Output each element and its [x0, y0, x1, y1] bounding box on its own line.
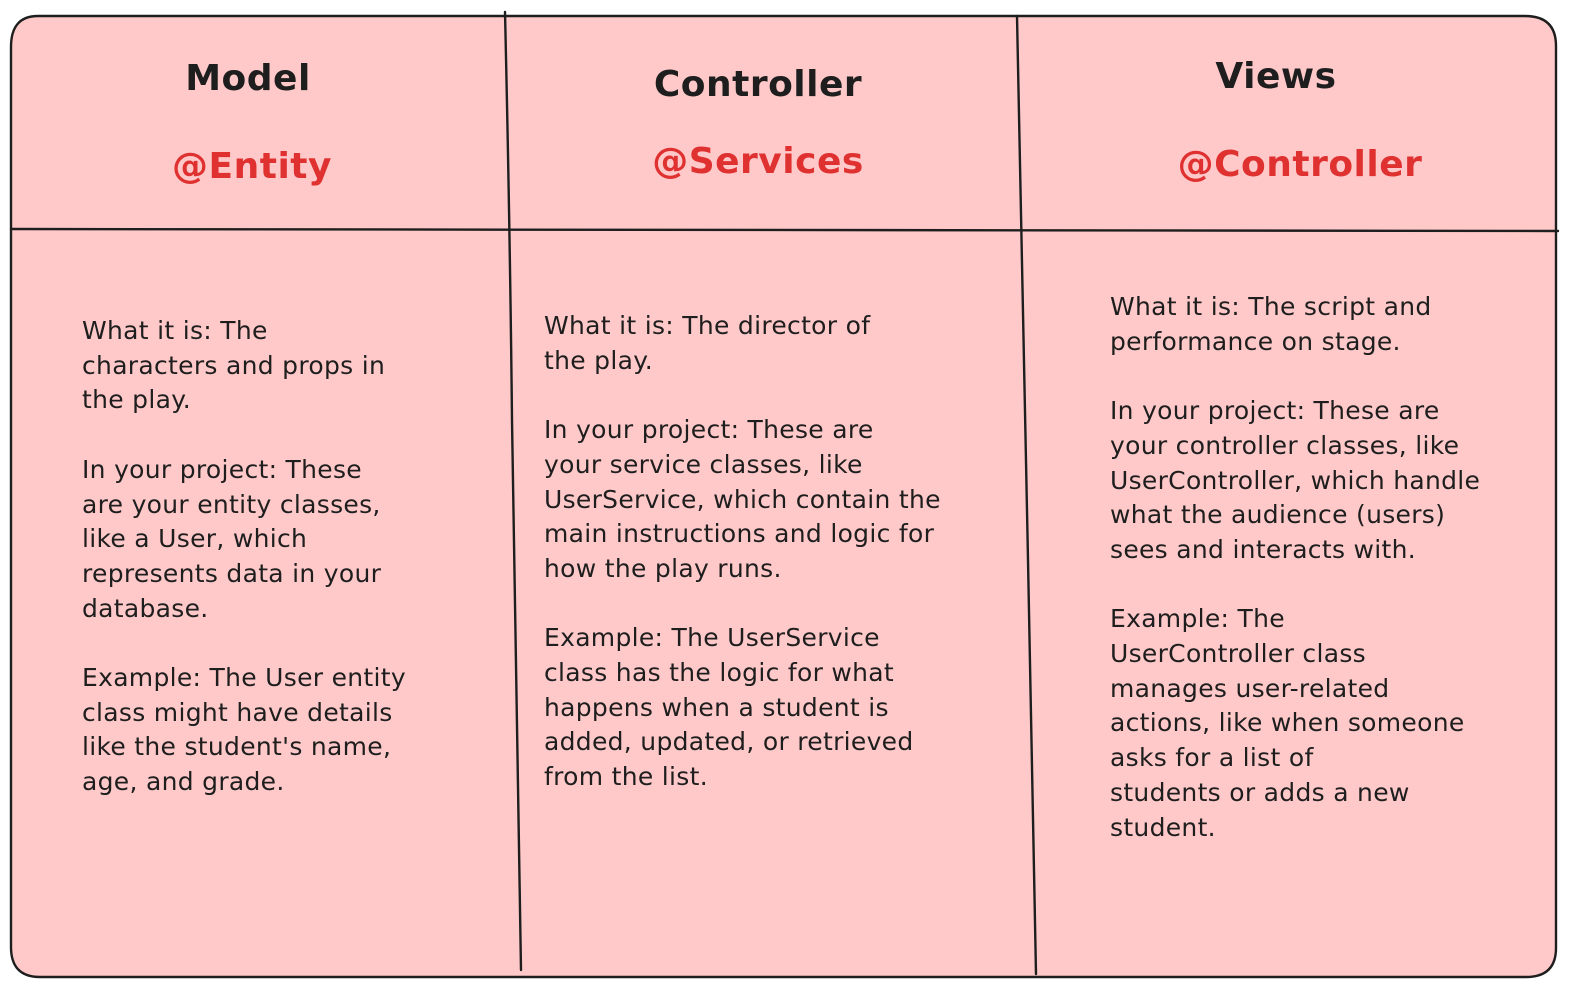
outer-border — [9, 14, 1558, 979]
what-it-is-text: What it is: The characters and props in … — [82, 316, 386, 415]
in-your-project-text: In your project: These are your controll… — [1110, 396, 1481, 564]
example-text: Example: The UserService class has the l… — [544, 623, 914, 792]
column-title-controller: Controller — [653, 64, 863, 105]
column-title-model: Model — [185, 58, 311, 99]
what-it-is-text: What it is: The script and performance o… — [1110, 292, 1432, 356]
in-your-project-text: In your project: These are your entity c… — [82, 454, 382, 623]
example-text: Example: The User entity class might hav… — [82, 663, 406, 797]
what-it-is-text: What it is: The director of the play. — [544, 311, 871, 375]
column-divider-1 — [503, 10, 523, 972]
column-title-views: Views — [1215, 56, 1337, 97]
annotation-controller: @Controller — [1177, 144, 1423, 185]
annotation-services: @Services — [652, 141, 864, 182]
column-body-model: What it is: The characters and props in … — [82, 314, 502, 800]
example-text: Example: The UserController class manage… — [1110, 604, 1465, 842]
column-body-controller: What it is: The director of the play. In… — [544, 309, 994, 795]
column-divider-2 — [1015, 14, 1038, 976]
annotation-entity: @Entity — [172, 146, 332, 187]
column-body-views: What it is: The script and performance o… — [1110, 290, 1540, 845]
header-divider — [9, 227, 1560, 233]
in-your-project-text: In your project: These are your service … — [544, 415, 941, 583]
